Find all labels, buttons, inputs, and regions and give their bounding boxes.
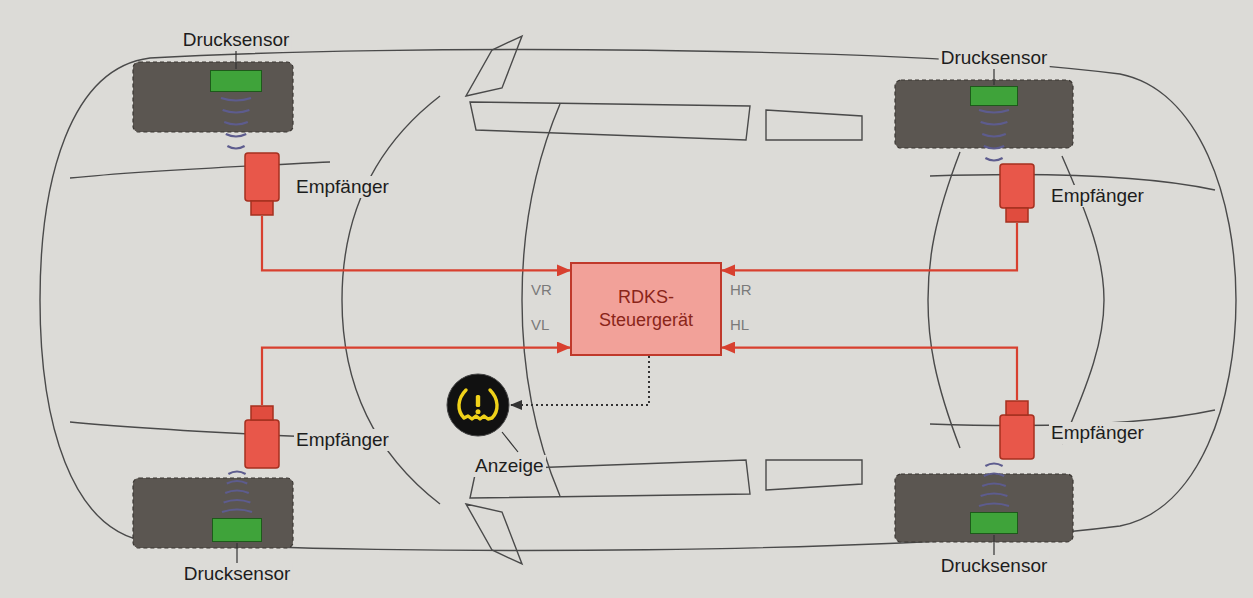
pressure-sensor: Drucksensor xyxy=(212,518,262,542)
receiver-plug xyxy=(251,201,273,215)
receiver-plug xyxy=(251,406,273,420)
radio-wave xyxy=(984,146,1004,149)
radio-wave xyxy=(982,484,1006,487)
wheel xyxy=(133,62,293,132)
leader-line xyxy=(502,432,518,452)
pressure-sensor: Drucksensor xyxy=(970,512,1018,534)
wheel-arch xyxy=(70,422,330,438)
radio-wave xyxy=(227,146,244,149)
receiver-body xyxy=(245,153,279,201)
windshield xyxy=(522,104,560,496)
pressure-sensor: Drucksensor xyxy=(970,86,1018,106)
radio-wave xyxy=(985,464,1002,467)
exclamation-bar xyxy=(476,395,480,407)
radio-wave xyxy=(221,98,251,101)
receiver-plug xyxy=(1006,401,1028,415)
port-label: HR xyxy=(729,281,753,299)
side-window xyxy=(470,102,750,140)
radio-wave xyxy=(224,500,251,503)
warning-indicator: Anzeige xyxy=(446,373,510,437)
control-unit: RDKS- Steuergerät xyxy=(570,262,722,356)
radio-wave xyxy=(981,122,1008,125)
leader-line xyxy=(236,543,237,563)
side-window xyxy=(766,110,862,140)
radio-wave xyxy=(225,491,249,494)
rear-window xyxy=(928,152,960,448)
receiver-label: Empfänger xyxy=(1049,185,1146,207)
receiver-body xyxy=(245,420,279,468)
wheel xyxy=(895,80,1073,148)
radio-wave xyxy=(226,134,246,137)
wire xyxy=(722,223,1017,270)
receiver-label: Empfänger xyxy=(294,176,391,198)
sensor-label: Drucksensor xyxy=(939,47,1050,69)
sensor-label: Drucksensor xyxy=(182,563,293,585)
tire-pressure-icon xyxy=(446,373,510,437)
radio-waves xyxy=(221,98,1009,512)
port-label: VL xyxy=(530,316,550,334)
receiver-shape xyxy=(244,405,280,469)
radio-wave xyxy=(227,481,247,484)
radio-wave xyxy=(984,474,1004,477)
radio-wave xyxy=(985,158,1002,161)
wheel-arch xyxy=(70,162,330,178)
icon-ground xyxy=(447,374,509,436)
wheel xyxy=(133,478,293,548)
radio-wave xyxy=(979,110,1009,113)
indicator-label: Anzeige xyxy=(473,455,546,477)
wire xyxy=(262,216,570,270)
receiver: Empfänger xyxy=(999,400,1035,460)
receiver-shape xyxy=(999,163,1035,223)
wire xyxy=(262,348,570,405)
car-outline xyxy=(40,36,1236,564)
control-unit-name: RDKS- Steuergerät xyxy=(582,286,710,332)
car-body xyxy=(40,50,1236,551)
radio-wave xyxy=(979,504,1009,507)
leader-lines xyxy=(236,40,994,563)
receiver-plug xyxy=(1006,208,1028,222)
radio-wave xyxy=(228,472,245,475)
receiver-body xyxy=(1000,415,1034,459)
mirror xyxy=(466,36,522,96)
mirror xyxy=(466,504,522,564)
receiver: Empfänger xyxy=(244,152,280,216)
receiver-body xyxy=(1000,164,1034,208)
sensor-label: Drucksensor xyxy=(939,555,1050,577)
radio-wave xyxy=(223,110,250,113)
receiver: Empfänger xyxy=(999,163,1035,223)
wire xyxy=(722,348,1017,400)
sensor-label: Drucksensor xyxy=(181,29,292,51)
radio-wave xyxy=(224,122,248,125)
radio-wave xyxy=(222,510,252,513)
side-window xyxy=(766,460,862,490)
receiver-label: Empfänger xyxy=(294,429,391,451)
port-label: VR xyxy=(530,281,553,299)
signal-line xyxy=(511,356,649,405)
port-label: HL xyxy=(729,316,750,334)
wheel xyxy=(895,474,1073,542)
receiver-label: Empfänger xyxy=(1049,422,1146,444)
wheels xyxy=(133,62,1073,548)
receiver: Empfänger xyxy=(244,405,280,469)
radio-wave xyxy=(981,494,1008,497)
receiver-shape xyxy=(244,152,280,216)
receiver-shape xyxy=(999,400,1035,460)
radio-wave xyxy=(982,134,1006,137)
tire-symbol xyxy=(459,390,497,419)
pressure-sensor: Drucksensor xyxy=(210,70,262,92)
exclamation-dot xyxy=(476,409,481,414)
